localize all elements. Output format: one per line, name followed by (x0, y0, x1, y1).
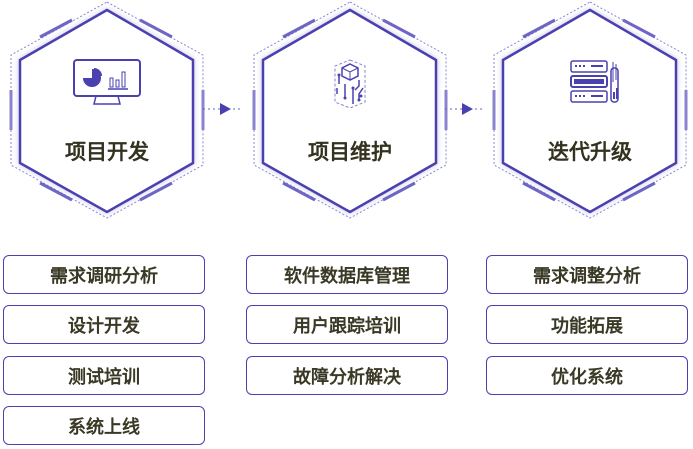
server-upgrade-icon (555, 58, 625, 108)
circuit-cube-icon (315, 58, 385, 108)
task-box: 用户跟踪培训 (246, 305, 448, 344)
task-box: 故障分析解决 (246, 356, 448, 395)
task-box: 软件数据库管理 (246, 255, 448, 294)
task-box: 需求调整分析 (486, 255, 688, 294)
task-box: 设计开发 (3, 305, 205, 344)
hexagon-frame (492, 1, 688, 219)
task-box: 功能拓展 (486, 305, 688, 344)
stage-hexagon: 项目开发 (0, 0, 214, 220)
hexagon-frame (252, 1, 448, 219)
arrow-icon (203, 100, 243, 118)
stage-hexagon: 迭代升级 (483, 0, 693, 220)
stage-title: 项目维护 (308, 140, 392, 164)
task-box: 优化系统 (486, 356, 688, 395)
task-box: 测试培训 (3, 356, 205, 395)
task-box: 需求调研分析 (3, 255, 205, 294)
hexagon-frame (9, 1, 205, 219)
task-box: 系统上线 (3, 406, 205, 445)
arrow-icon (445, 100, 485, 118)
stage-hexagon: 项目维护 (243, 0, 457, 220)
stage-title: 迭代升级 (548, 140, 632, 164)
monitor-chart-icon (72, 58, 142, 108)
stage-title: 项目开发 (65, 140, 149, 164)
